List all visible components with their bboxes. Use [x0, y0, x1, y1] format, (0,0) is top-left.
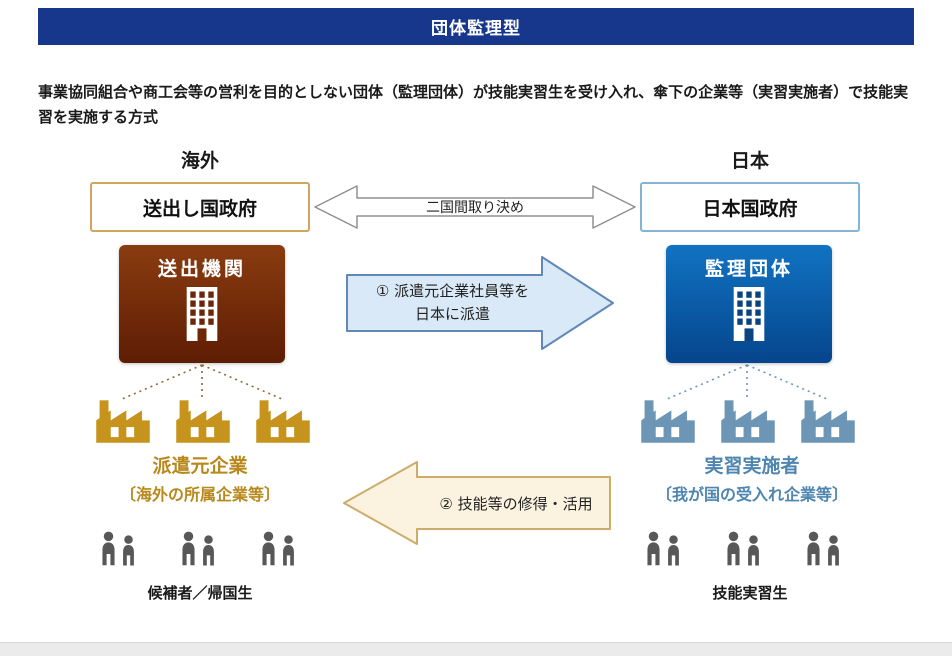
people-group	[804, 530, 842, 566]
overseas-companies-label: 派遣元企業 〔海外の所属企業等〕	[55, 451, 345, 505]
factory-icon	[256, 400, 310, 443]
japan-people-caption: 技能実習生	[712, 584, 788, 602]
factory-icon	[176, 400, 230, 443]
person-icon	[123, 535, 134, 566]
japan-companies-label: 実習実施者 〔我が国の受入れ企業等〕	[607, 451, 897, 505]
dispatch-arrow-label-line1: ① 派遣元企業社員等を	[375, 281, 530, 300]
person-icon	[182, 531, 195, 566]
factory-icon	[96, 400, 150, 443]
person-icon	[262, 531, 275, 566]
person-icon	[807, 531, 820, 566]
bilateral-agreement-label: 二国間取り決め	[426, 200, 524, 216]
person-icon	[647, 531, 660, 566]
people-group	[99, 530, 137, 566]
dotted-connector-lines	[121, 364, 283, 400]
people-group	[259, 530, 297, 566]
region-label-overseas: 海外	[180, 150, 219, 172]
sending-country-government-box: 送出し国政府	[90, 182, 310, 232]
return-arrow-icon	[343, 461, 611, 545]
person-icon	[283, 535, 294, 566]
building-icon	[733, 287, 765, 341]
factory-icon	[801, 400, 855, 443]
supervising-organization-label: 監理団体	[704, 258, 793, 280]
return-arrow-label: ② 技能等の修得・活用	[439, 494, 593, 513]
dispatch-arrow-label-line2: 日本に派遣	[414, 305, 490, 323]
bilateral-double-arrow-icon	[314, 185, 636, 229]
overseas-people-caption: 候補者／帰国生	[147, 584, 253, 602]
japan-companies-subtitle: 〔我が国の受入れ企業等〕	[655, 485, 848, 504]
overseas-companies-title: 派遣元企業	[152, 455, 248, 477]
sending-organization-box: 送出機関	[119, 245, 285, 363]
factory-icon	[721, 400, 775, 443]
dispatch-arrow-label: ① 派遣元企業社員等を 日本に派遣	[345, 255, 560, 351]
dispatch-arrow-icon	[346, 256, 614, 350]
japan-companies-title: 実習実施者	[704, 455, 800, 477]
section-header-bar: 団体監理型	[38, 8, 914, 45]
supervising-organization-box: 監理団体	[666, 245, 832, 363]
region-label-japan: 日本	[730, 150, 769, 172]
people-group	[179, 530, 217, 566]
person-icon	[203, 535, 214, 566]
sending-country-government-label: 送出し国政府	[142, 197, 257, 220]
overseas-companies-subtitle: 〔海外の所属企業等〕	[119, 485, 280, 504]
building-icon	[186, 287, 218, 341]
factory-icon	[641, 400, 695, 443]
dotted-connector-lines	[666, 364, 828, 400]
people-group	[724, 530, 762, 566]
person-icon	[748, 535, 759, 566]
sending-organization-label: 送出機関	[157, 258, 246, 280]
japan-government-box: 日本国政府	[640, 182, 860, 232]
japan-government-label: 日本国政府	[702, 197, 798, 220]
description-text: 事業協同組合や商工会等の営利を目的としない団体（監理団体）が技能実習生を受け入れ…	[38, 83, 909, 126]
person-icon	[102, 531, 115, 566]
footer-strip	[0, 642, 952, 656]
person-icon	[668, 535, 679, 566]
person-icon	[828, 535, 839, 566]
people-group	[644, 530, 682, 566]
section-title: 団体監理型	[431, 19, 521, 39]
person-icon	[727, 531, 740, 566]
